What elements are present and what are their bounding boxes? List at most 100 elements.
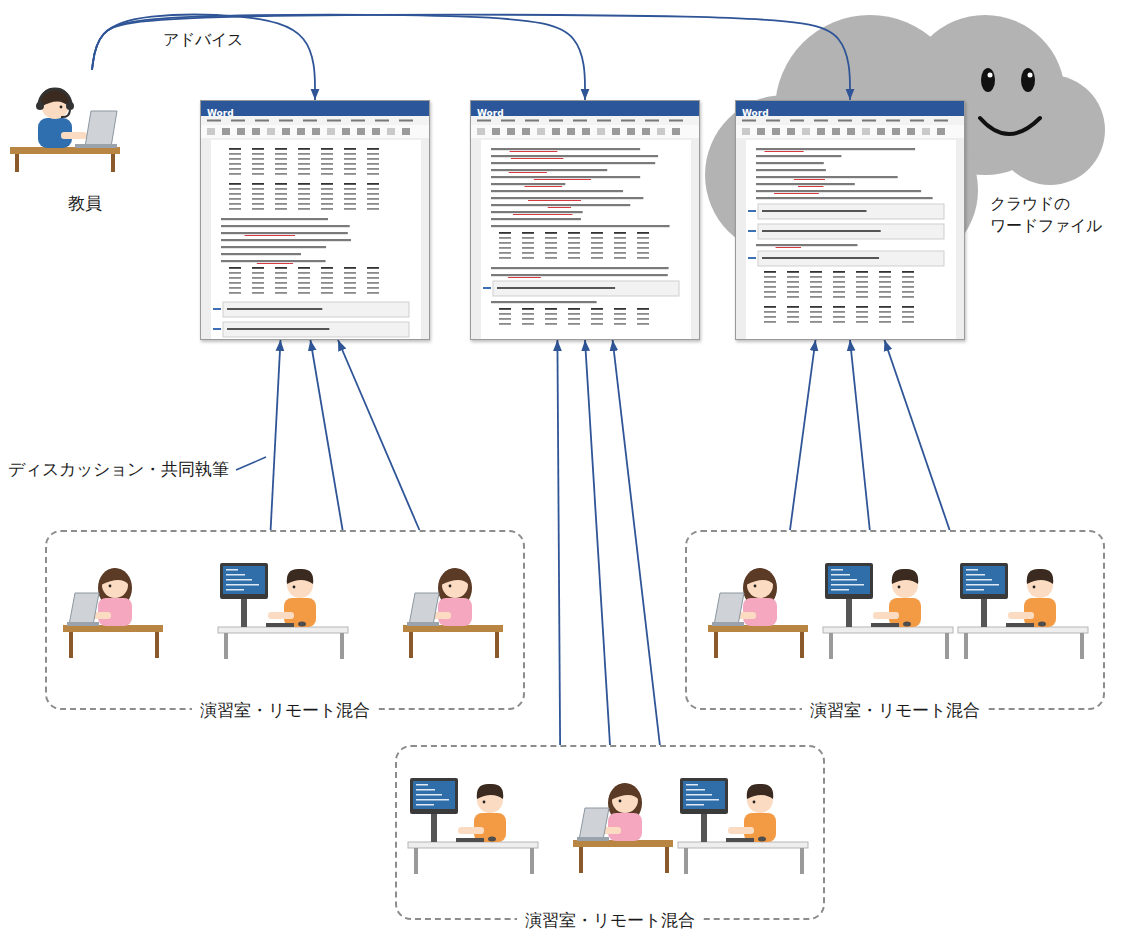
drawing-part bbox=[534, 179, 591, 181]
drawing-part bbox=[491, 211, 583, 213]
drawing-part bbox=[823, 627, 953, 633]
drawing-part bbox=[275, 183, 287, 185]
drawing-part bbox=[321, 148, 333, 150]
drawing-part bbox=[252, 267, 264, 269]
drawing-part bbox=[548, 207, 571, 209]
drawing-part bbox=[856, 286, 868, 288]
drawing-part bbox=[367, 173, 379, 175]
drawing-part bbox=[367, 203, 379, 205]
drawing-part bbox=[879, 311, 891, 313]
text-holder: 演習室・リモート混合 bbox=[802, 699, 988, 721]
drawing-part bbox=[483, 801, 486, 804]
drawing-part bbox=[507, 128, 515, 135]
drawing-part bbox=[831, 569, 843, 571]
drawing-part bbox=[321, 153, 333, 155]
drawing-part bbox=[491, 176, 640, 178]
drawing-part bbox=[545, 308, 557, 310]
cloud-eye-light bbox=[988, 73, 993, 78]
drawing-part bbox=[344, 148, 356, 150]
drawing-part bbox=[499, 257, 511, 259]
drawing-part bbox=[229, 203, 241, 205]
drawing-part bbox=[879, 286, 891, 288]
drawing-part bbox=[477, 128, 485, 135]
drawing-part bbox=[568, 242, 580, 244]
drawing-part bbox=[409, 593, 439, 625]
drawing-part bbox=[810, 286, 822, 288]
drawing-part bbox=[787, 296, 799, 298]
drawing-part bbox=[642, 128, 650, 135]
drawing-part bbox=[902, 296, 914, 298]
drawing-part bbox=[36, 102, 44, 110]
drawing-part bbox=[372, 128, 380, 135]
drawing-part bbox=[327, 120, 341, 122]
drawing-part bbox=[298, 203, 310, 205]
drawing-part bbox=[833, 316, 845, 318]
drawing-part bbox=[856, 271, 868, 273]
drawing-part bbox=[499, 323, 511, 325]
drawing-part bbox=[213, 308, 221, 310]
drawing-part bbox=[810, 296, 822, 298]
drawing-part bbox=[1033, 586, 1036, 589]
drawing-part bbox=[762, 257, 879, 259]
drawing-part bbox=[545, 252, 557, 254]
drawing-part bbox=[701, 814, 707, 842]
arrow-connector bbox=[271, 340, 281, 530]
drawing-part bbox=[471, 116, 700, 125]
drawing-part bbox=[568, 323, 580, 325]
drawing-part bbox=[614, 232, 626, 234]
drawing-part bbox=[902, 321, 914, 323]
drawing-part bbox=[367, 153, 379, 155]
drawing-part bbox=[321, 183, 333, 185]
drawing-part bbox=[201, 125, 430, 138]
drawing-part bbox=[856, 276, 868, 278]
drawing-part bbox=[686, 804, 704, 806]
drawing-part bbox=[220, 563, 268, 599]
teacher-node: 教員 bbox=[15, 70, 155, 215]
drawing-part bbox=[522, 242, 534, 244]
drawing-part bbox=[612, 128, 620, 135]
drawing-part bbox=[61, 109, 70, 117]
drawing-part bbox=[407, 622, 439, 626]
drawing-part bbox=[321, 277, 333, 279]
drawing-part bbox=[491, 218, 581, 220]
drawing-part bbox=[275, 148, 287, 150]
drawing-part bbox=[266, 623, 294, 627]
teacher-figure bbox=[10, 88, 120, 172]
drawing-part bbox=[903, 622, 911, 627]
drawing-part bbox=[275, 153, 287, 155]
student-laptop bbox=[403, 568, 503, 658]
drawing-part bbox=[833, 276, 845, 278]
drawing-part bbox=[15, 154, 19, 172]
drawing-part bbox=[493, 281, 679, 296]
drawing-part bbox=[748, 257, 756, 259]
drawing-part bbox=[591, 242, 603, 244]
arrow-connector bbox=[310, 340, 342, 530]
drawing-part bbox=[753, 801, 756, 804]
app-name: Word bbox=[201, 108, 234, 118]
drawing-part bbox=[268, 612, 294, 619]
drawing-part bbox=[833, 311, 845, 313]
drawing-part bbox=[619, 800, 622, 803]
drawing-part bbox=[252, 272, 264, 274]
drawing-part bbox=[758, 224, 944, 239]
drawing-part bbox=[327, 128, 335, 135]
drawing-part bbox=[714, 632, 718, 658]
drawing-part bbox=[614, 257, 626, 259]
drawing-part bbox=[856, 316, 868, 318]
drawing-part bbox=[966, 579, 992, 581]
drawing-part bbox=[298, 208, 310, 210]
drawing-part bbox=[344, 173, 356, 175]
drawing-part bbox=[252, 292, 264, 294]
leader-line bbox=[236, 457, 266, 470]
drawing-part bbox=[591, 323, 603, 325]
drawing-part bbox=[683, 781, 725, 809]
drawing-part bbox=[902, 271, 914, 273]
drawing-part bbox=[522, 252, 534, 254]
room-label: 演習室・リモート混合 bbox=[200, 699, 370, 721]
drawing-part bbox=[223, 566, 265, 594]
drawing-part bbox=[810, 306, 822, 308]
drawing-part bbox=[545, 232, 557, 234]
drawing-part bbox=[856, 291, 868, 293]
drawing-part bbox=[367, 163, 379, 165]
drawing-part bbox=[524, 186, 562, 188]
